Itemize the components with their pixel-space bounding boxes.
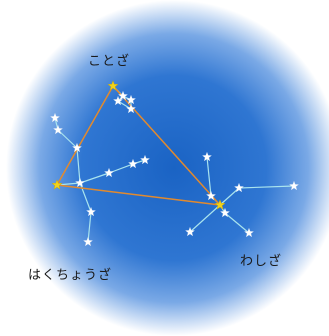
constellation-label-aquila: わしざ: [240, 254, 283, 269]
star-aquila-icon: [234, 182, 244, 193]
star-aquila-icon: [289, 180, 299, 191]
star-aquila-icon: [185, 226, 195, 237]
star-cygnus-icon: [53, 124, 63, 135]
constellation-label-lyra: ことざ: [88, 54, 131, 69]
star-altair-icon: [214, 199, 226, 210]
star-aquila-icon: [202, 151, 212, 162]
star-lyra-icon: [126, 94, 136, 105]
stars-layer: [50, 80, 299, 247]
star-lyra-icon: [113, 95, 123, 106]
star-vega-icon: [107, 80, 119, 91]
star-deneb-icon: [51, 179, 63, 190]
star-cygnus-icon: [83, 236, 93, 247]
star-aquila-icon: [244, 227, 254, 238]
star-cygnus-icon: [50, 112, 60, 123]
constellation-label-cygnus: はくちょうざ: [28, 268, 113, 283]
sky-circle: [6, 0, 329, 336]
star-lyra-icon: [118, 90, 128, 101]
star-cygnus-icon: [140, 154, 150, 165]
star-aquila-icon: [206, 190, 216, 201]
star-cygnus-icon: [104, 167, 114, 178]
star-cygnus-icon: [75, 177, 85, 188]
star-cygnus-icon: [128, 158, 138, 169]
star-cygnus-icon: [86, 206, 96, 217]
star-cygnus-icon: [72, 142, 82, 153]
star-lyra-icon: [126, 103, 136, 114]
star-aquila-icon: [220, 207, 230, 218]
